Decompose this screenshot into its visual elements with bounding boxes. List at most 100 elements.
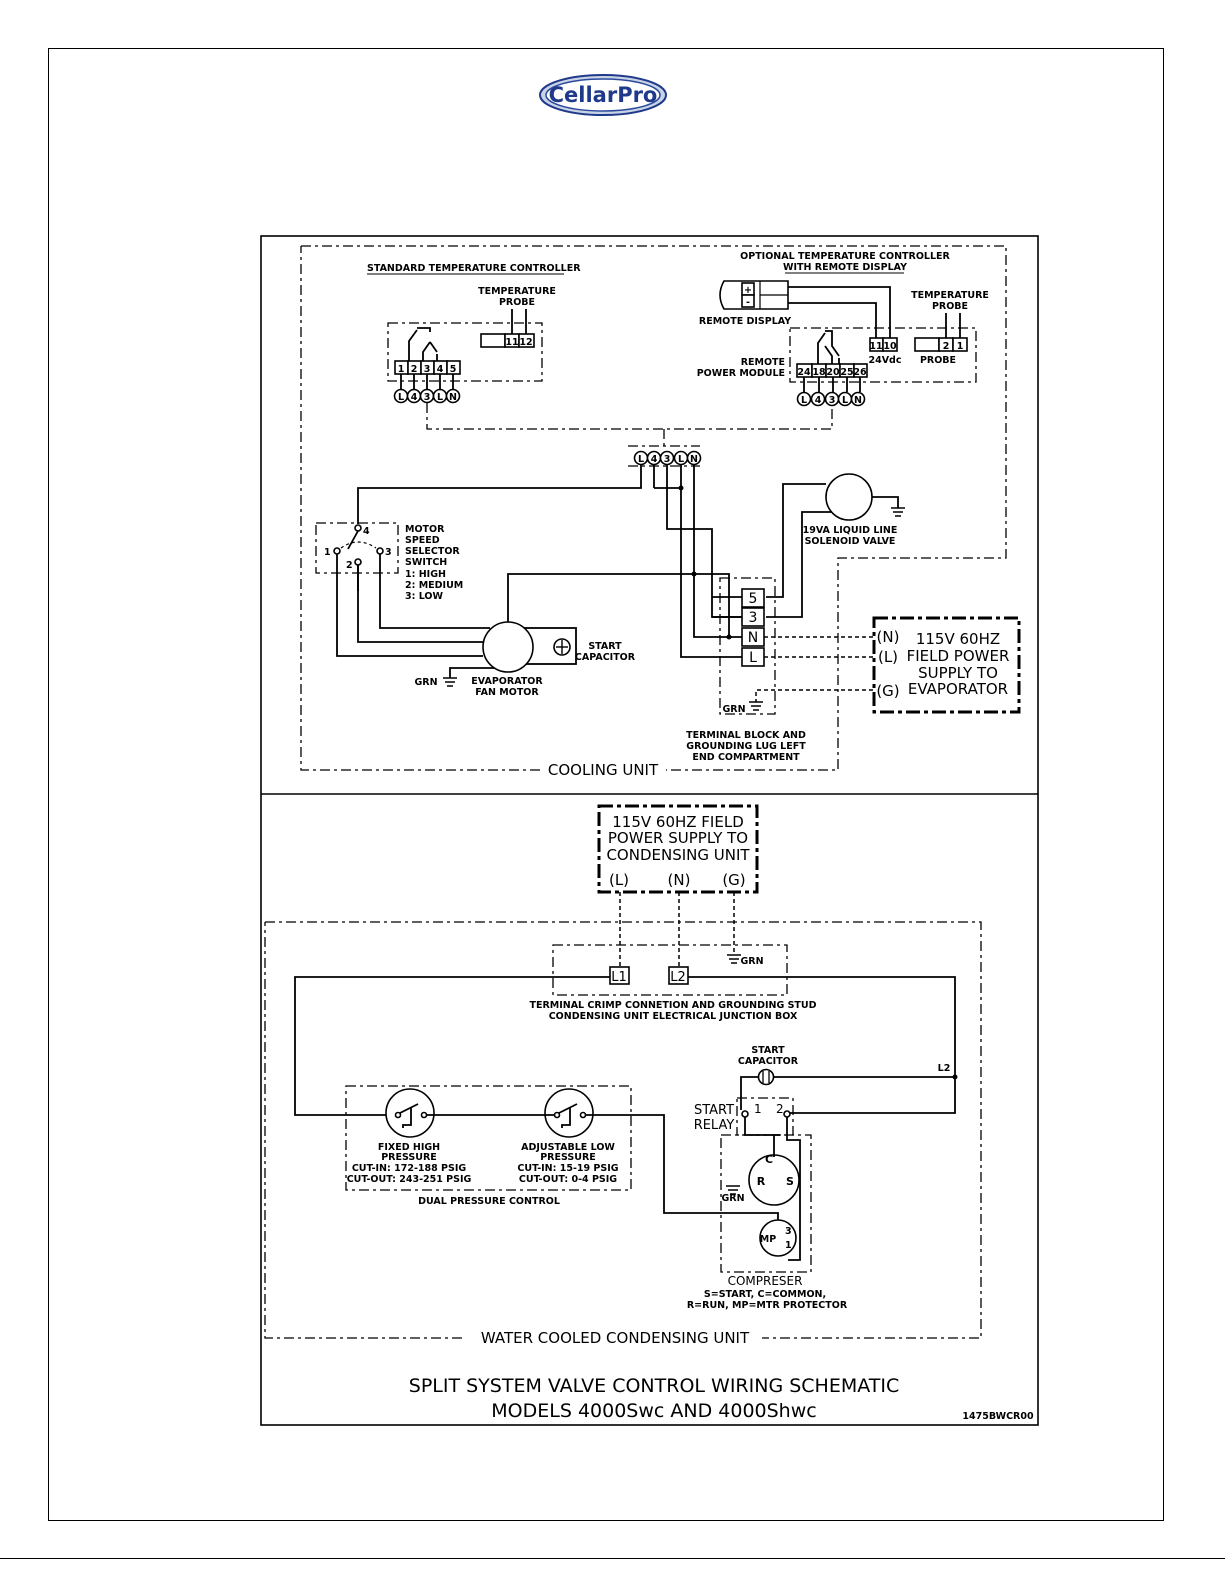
dual-pressure-label: DUAL PRESSURE CONTROL	[418, 1196, 560, 1207]
terminal-block-label-1: TERMINAL BLOCK AND	[686, 730, 806, 741]
opt-probe-label-1: TEMPERATURE	[911, 290, 989, 301]
switch-legend-4: 1: HIGH	[405, 569, 446, 580]
vdc-label: 24Vdc	[868, 355, 901, 366]
display-plus: +	[744, 285, 752, 296]
field-power-line-2: FIELD POWER	[907, 647, 1010, 665]
junction-L1: L	[638, 454, 644, 465]
junction-terminals: L 4 3 L N	[633, 450, 702, 466]
high-pressure-label-2: PRESSURE	[381, 1152, 437, 1163]
block-term-5: 5	[749, 591, 758, 607]
fan-motor-label-1: EVAPORATOR	[471, 676, 543, 687]
field-power-N: (N)	[877, 628, 900, 646]
dual-pressure-control-box	[345, 1085, 632, 1191]
terminal-block-compartment	[719, 577, 776, 715]
comp-grn-label: GRN	[721, 1193, 744, 1204]
optional-controller-label-1: OPTIONAL TEMPERATURE CONTROLLER	[740, 251, 950, 262]
relay-pin-2: 2	[776, 1102, 784, 1116]
logo-text: CellarPro	[549, 83, 658, 107]
switch-legend-6: 3: LOW	[405, 591, 444, 602]
comp-R: R	[757, 1175, 766, 1188]
compressor-start-capacitor	[757, 1068, 775, 1086]
low-pressure-cut-in: CUT-IN: 15-19 PSIG	[517, 1163, 618, 1174]
rpm-term-26: 26	[853, 367, 867, 378]
evap-start-cap-2: CAPACITOR	[575, 652, 636, 663]
supply-line-1: 115V 60HZ FIELD	[612, 813, 744, 831]
compressor-label-2: S=START, C=COMMON,	[704, 1289, 826, 1300]
evaporator-fan-motor	[482, 621, 534, 673]
liquid-line-solenoid-valve	[825, 473, 873, 521]
junction-ground-icon	[727, 954, 741, 964]
compressor-ground-icon	[726, 1185, 740, 1195]
page-border	[48, 48, 1164, 1521]
terminal-block-label-3: END COMPARTMENT	[692, 752, 800, 763]
condensing-supply-box	[597, 804, 759, 894]
vdc-term-10: 10	[883, 341, 897, 352]
switch-pin-1: 1	[324, 547, 331, 558]
std-term-1: 1	[398, 364, 405, 375]
std-probe-label-1: TEMPERATURE	[478, 286, 556, 297]
std-out-L1: L	[398, 392, 404, 403]
std-probe-label-2: PROBE	[499, 297, 535, 308]
supply-L: (L)	[609, 871, 629, 889]
high-pressure-cut-in: CUT-IN: 172-188 PSIG	[352, 1163, 467, 1174]
remote-power-label-1: REMOTE	[741, 357, 785, 368]
rpm-out-4: 4	[815, 395, 822, 406]
term-L2	[668, 966, 689, 985]
block-term-L: L	[749, 650, 757, 666]
remote-power-label-2: POWER MODULE	[697, 368, 785, 379]
evaporator-field-power-box	[872, 616, 1021, 714]
schematic-title-2: MODELS 4000Swc AND 4000Shwc	[491, 1400, 816, 1422]
schematic-frame	[260, 235, 1039, 1426]
solenoid-ground-icon	[891, 507, 905, 517]
high-pressure-cut-out: CUT-OUT: 243-251 PSIG	[347, 1174, 472, 1185]
relay-pin-1: 1	[754, 1102, 762, 1116]
drawing-number: 1475BWCR00	[962, 1411, 1034, 1422]
junction-L2: L	[678, 454, 684, 465]
high-pressure-label-1: FIXED HIGH	[378, 1142, 440, 1153]
std-out-3: 3	[424, 392, 431, 403]
junction-N: N	[690, 454, 698, 465]
crimp-label-2: CONDENSING UNIT ELECTRICAL JUNCTION BOX	[549, 1011, 798, 1022]
field-power-line-3: SUPPLY TO	[918, 664, 998, 682]
block-term-N: N	[748, 630, 758, 646]
low-pressure-switch	[544, 1088, 594, 1138]
comp-S: S	[786, 1175, 794, 1188]
field-power-G: (G)	[876, 682, 899, 700]
std-out-L2: L	[437, 392, 443, 403]
switch-legend-3: SWITCH	[405, 557, 447, 568]
comp-start-cap-2: CAPACITOR	[738, 1056, 799, 1067]
switch-legend-5: 2: MEDIUM	[405, 580, 463, 591]
supply-line-2: POWER SUPPLY TO	[608, 829, 748, 847]
junction-box	[552, 944, 788, 996]
low-pressure-label-1: ADJUSTABLE LOW	[521, 1142, 615, 1153]
standard-controller-box	[387, 322, 543, 382]
opt-probe-label-2: PROBE	[932, 301, 968, 312]
fan-ground-icon	[443, 677, 457, 687]
rpm-out-L2: L	[842, 395, 848, 406]
terminal-block: 5 3 N L	[741, 588, 765, 667]
condensing-unit-label: WATER COOLED CONDENSING UNIT	[481, 1329, 750, 1347]
junction-4: 4	[651, 454, 658, 465]
supply-line-3: CONDENSING UNIT	[606, 846, 750, 864]
optional-controller-label-2: WITH REMOTE DISPLAY	[783, 262, 907, 273]
junction-grn-label: GRN	[740, 956, 763, 967]
solenoid-label-1: 19VA LIQUID LINE	[803, 525, 898, 536]
evap-start-cap-1: START	[588, 641, 622, 652]
field-power-line-1: 115V 60HZ	[916, 630, 1000, 648]
comp-start-cap-1: START	[751, 1045, 785, 1056]
remote-display: + -	[719, 280, 789, 310]
rpm-term-20: 20	[826, 367, 840, 378]
cooling-unit-boundary	[300, 245, 1007, 771]
supply-G: (G)	[722, 871, 745, 889]
field-power-L: (L)	[878, 648, 898, 666]
std-terminal-strip: 1 2 3 4 5	[394, 360, 461, 375]
switch-legend-1: SPEED	[405, 535, 440, 546]
solenoid-label-2: SOLENOID VALVE	[805, 536, 896, 547]
rpm-term-24: 24	[797, 367, 811, 378]
mp-pin-3: 3	[785, 1226, 792, 1237]
std-probe-term-12: 12	[519, 337, 532, 348]
low-pressure-cut-out: CUT-OUT: 0-4 PSIG	[519, 1174, 617, 1185]
switch-legend-0: MOTOR	[405, 524, 445, 535]
switch-pin-4: 4	[363, 526, 370, 537]
